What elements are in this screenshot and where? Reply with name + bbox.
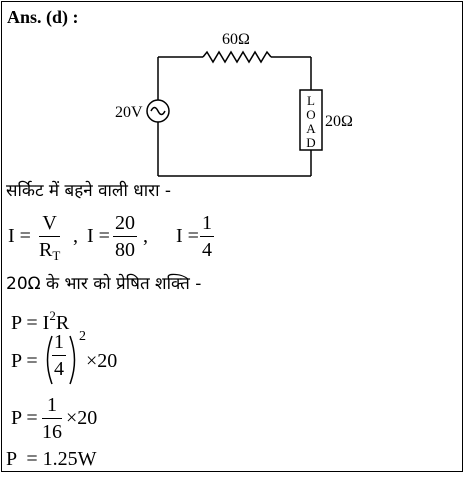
fraction-20-over-80: 20 80 — [113, 212, 137, 261]
comma: , — [73, 225, 78, 247]
answer-box — [1, 1, 463, 472]
eq-current-lhs: I = — [176, 225, 199, 247]
fraction-1-over-16: 1 16 — [42, 394, 62, 443]
eq-power-lhs: P = — [11, 407, 38, 429]
fraction-1-over-4: 1 4 — [52, 331, 66, 380]
load-letter: D — [306, 135, 315, 150]
eq-power-formula: P = I2R — [11, 308, 70, 334]
resistor-symbol — [202, 50, 272, 64]
current-statement: सर्किट में बहने वाली धारा - — [6, 181, 172, 201]
right-paren-icon — [69, 335, 76, 385]
fraction-v-over-rt: V RT — [39, 212, 61, 263]
load-letter: L — [307, 93, 315, 108]
eq-current-lhs: I = — [8, 225, 31, 247]
load-value-label: 20Ω — [325, 113, 353, 130]
left-paren-icon — [46, 335, 53, 385]
ac-sine-icon — [150, 106, 166, 116]
times-20: ×20 — [66, 407, 98, 429]
times-20: ×20 — [86, 350, 118, 372]
fraction-numerator: V — [42, 212, 57, 234]
fraction-denominator: RT — [39, 239, 61, 263]
power-statement: 20Ω के भार को प्रेषित शक्ति - — [6, 274, 202, 294]
eq-power-lhs: P = — [11, 350, 38, 372]
final-answer: P = 1.25W — [6, 448, 97, 470]
load-letter: A — [306, 121, 316, 136]
source-label: 20V — [115, 104, 143, 121]
load-letter: O — [306, 107, 315, 122]
exponent: 2 — [79, 329, 86, 344]
answer-heading: Ans. (d) : — [7, 7, 79, 27]
circuit-diagram: 60Ω 20V L O A D 20Ω — [115, 31, 353, 177]
comma: , — [143, 225, 148, 247]
eq-current-lhs: I = — [87, 225, 110, 247]
fraction-1-over-4: 1 4 — [200, 212, 214, 261]
resistor-label: 60Ω — [222, 31, 250, 48]
